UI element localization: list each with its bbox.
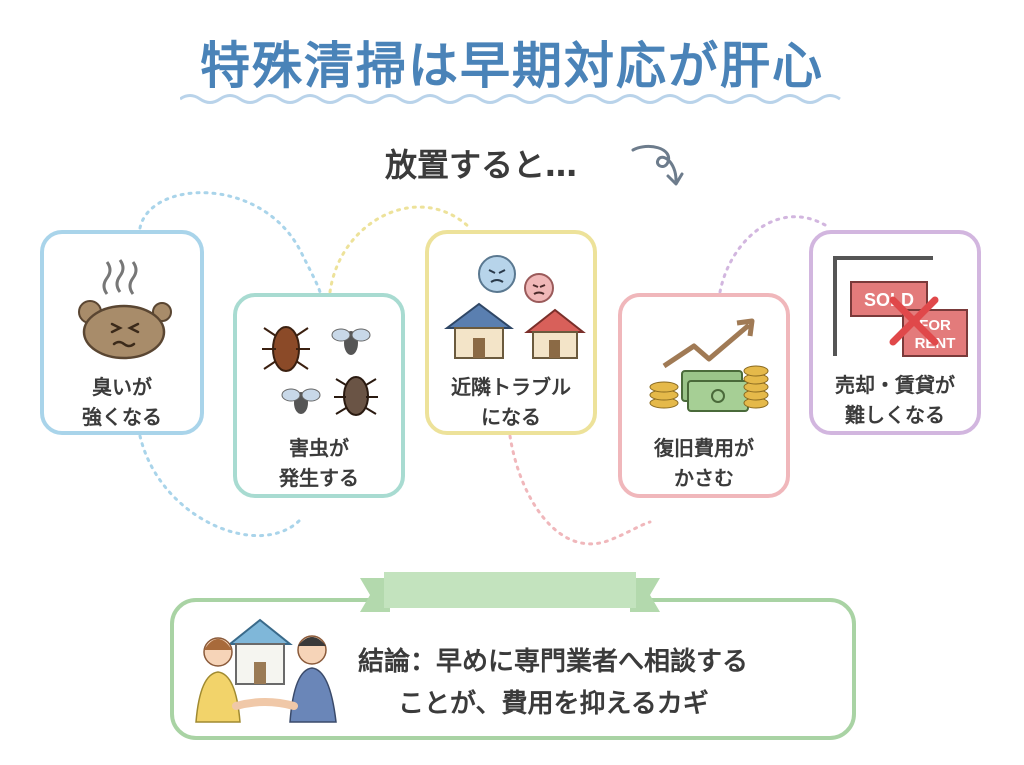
card-label-line2: になる — [481, 405, 541, 429]
fly-icon — [281, 388, 321, 414]
card-label-line1: 臭いが — [92, 375, 152, 399]
sold-sign-text: SOLD — [864, 290, 914, 310]
sold-for-rent-sign-icon: SOLD FOR RENT — [833, 256, 968, 357]
card-label-line2: 難しくなる — [845, 403, 945, 427]
ribbon-banner — [360, 572, 660, 612]
card-sale-rent: SOLD FOR RENT 売却・賃貸が 難しくなる — [809, 230, 981, 435]
card-pests: 害虫が 発生する — [233, 293, 405, 498]
conclusion-text: 結論：早めに専門業者へ相談する ことが、費用を抑えるカギ — [358, 641, 828, 725]
card-neighbor-trouble: 近隣トラブル になる — [425, 230, 597, 435]
cockroach-icon — [334, 376, 378, 416]
curved-arrow-icon — [631, 145, 684, 186]
fly-icon — [331, 328, 371, 355]
money-bills-icon — [681, 370, 749, 412]
insects-icon — [262, 326, 378, 416]
conclusion-line1: 結論：早めに専門業者へ相談する — [358, 647, 749, 677]
card-label-line2: 強くなる — [82, 405, 162, 429]
card-odor: 臭いが 強くなる — [40, 230, 204, 435]
card-cost: 復旧費用が かさむ — [618, 293, 790, 498]
man-avatar — [289, 635, 337, 723]
page-title: 特殊清掃は早期対応が肝心 — [200, 37, 824, 95]
coin-stack-icon — [649, 381, 679, 409]
odor-cloud-icon — [78, 259, 172, 360]
card-label-line1: 復旧費用が — [654, 436, 754, 460]
subtitle: 放置すると… — [385, 146, 578, 184]
title-wave-underline — [180, 94, 841, 104]
conclusion-line2: ことが、費用を抑えるカギ — [398, 689, 709, 719]
woman-avatar — [195, 637, 241, 723]
angry-neighbors-icon — [444, 255, 586, 359]
card-label-line1: 害虫が — [289, 436, 349, 460]
handshake-icon — [232, 698, 298, 710]
house-icon — [227, 618, 293, 685]
card-label-line1: 売却・賃貸が — [835, 373, 955, 397]
card-label-line2: かさむ — [674, 466, 734, 490]
consultation-illustration-icon — [195, 618, 337, 723]
cockroach-icon — [262, 326, 310, 372]
cross-mark-icon — [889, 296, 939, 346]
rising-cost-icon — [649, 318, 769, 412]
house-icon — [524, 308, 586, 359]
house-icon — [444, 302, 514, 359]
card-label-line1: 近隣トラブル — [451, 375, 571, 399]
card-label-line2: 発生する — [279, 466, 359, 490]
coin-stack-icon — [743, 365, 769, 409]
